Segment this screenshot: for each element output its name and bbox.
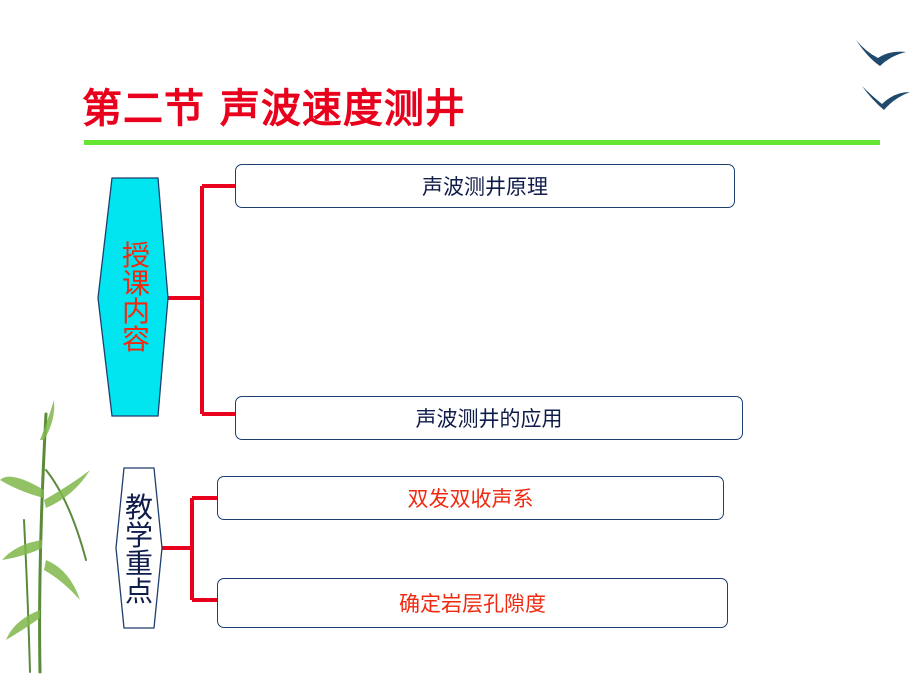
- title-underline: [84, 140, 880, 145]
- bamboo-leaves-icon: [0, 400, 90, 640]
- focus-section-label: 教 学 重 点: [123, 494, 155, 606]
- content-item-application: 声波测井的应用: [235, 396, 743, 440]
- label-char: 点: [124, 575, 153, 608]
- focus-item-dual-transmitter: 双发双收声系: [217, 476, 724, 520]
- content-section-label: 授 课 内 容: [120, 242, 152, 354]
- focus-label-hexagon: [115, 467, 163, 629]
- bird-icon: [862, 86, 910, 110]
- label-char: 重: [124, 547, 153, 580]
- label-char: 授: [121, 239, 150, 272]
- bamboo-plant-icon: [23, 412, 87, 674]
- connector-lines-content: [168, 184, 236, 416]
- label-char: 教: [124, 491, 153, 524]
- slide-title: 第二节 声波速度测井: [82, 86, 466, 132]
- bird-icon: [856, 40, 906, 66]
- content-item-principle: 声波测井原理: [235, 164, 735, 208]
- content-label-hexagon: [97, 177, 169, 417]
- connector-lines-focus: [162, 496, 218, 602]
- label-char: 容: [121, 323, 150, 356]
- label-char: 课: [121, 267, 150, 300]
- label-char: 学: [124, 519, 153, 552]
- focus-item-porosity: 确定岩层孔隙度: [217, 578, 728, 628]
- label-char: 内: [121, 295, 150, 328]
